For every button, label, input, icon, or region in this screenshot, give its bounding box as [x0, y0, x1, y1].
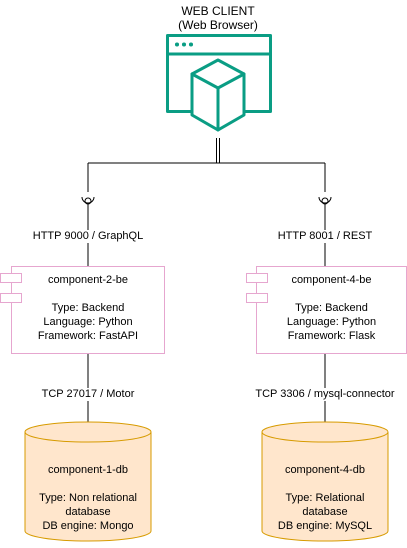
component-left-language: Language: Python [43, 316, 133, 328]
database-right-type-line1: Type: Relational [285, 492, 365, 504]
browser-dot-2 [181, 42, 187, 47]
component-left-type: Type: Backend [51, 302, 125, 314]
database-right-engine: DB engine: MySQL [277, 520, 373, 532]
browser-dot-1 [174, 42, 180, 47]
right-interface-label: HTTP 8001 / REST [276, 230, 374, 243]
database-left-name: component-1-db [47, 464, 129, 476]
left-interface-label: HTTP 9000 / GraphQL [31, 230, 145, 243]
database-left-cylinder [24, 421, 152, 542]
left-interface-symbol [81, 196, 95, 205]
right-interface-socket [318, 196, 332, 204]
database-right-body [261, 432, 389, 542]
component-right-type: Type: Backend [295, 302, 368, 314]
component-right-language: Language: Python [286, 316, 377, 328]
database-left-type-line2: database [65, 506, 111, 518]
left-db-link-label: TCP 27017 / Motor [40, 388, 136, 401]
client-title: WEB CLIENT [181, 4, 255, 18]
component-left-tab-top [0, 273, 22, 283]
database-left-top [24, 421, 152, 443]
database-right-name: component-4-db [284, 464, 366, 476]
browser-dot-3 [188, 42, 194, 47]
client-subtitle: (Web Browser) [178, 18, 258, 32]
component-left-framework: Framework: FastAPI [37, 330, 139, 342]
component-right-box[interactable] [256, 266, 407, 354]
component-left-tab-bottom [0, 293, 22, 303]
component-right-name: component-4-be [291, 274, 372, 286]
database-left-body [24, 432, 152, 542]
right-interface-symbol [318, 196, 332, 205]
component-right-framework: Framework: Flask [287, 330, 376, 342]
component-right-tab-top [246, 273, 268, 283]
left-interface-socket [81, 196, 95, 204]
component-left-box[interactable] [11, 266, 165, 354]
component-right-tab-bottom [246, 293, 268, 303]
component-left-name: component-2-be [47, 274, 129, 286]
database-right-top [261, 421, 389, 443]
right-db-link-label: TCP 3306 / mysql-connector [254, 388, 396, 401]
database-right-cylinder [261, 421, 389, 542]
database-left-type-line1: Type: Non relational [39, 492, 137, 504]
database-left-engine: DB engine: Mongo [42, 520, 134, 532]
web-browser-cube-icon [166, 34, 272, 132]
database-right-type-line2: database [302, 506, 348, 518]
